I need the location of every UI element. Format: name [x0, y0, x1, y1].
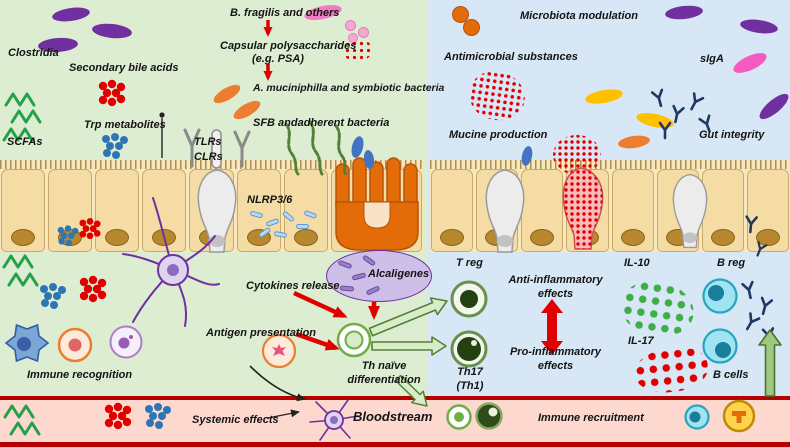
mucin-secreting-goblet-cell — [553, 135, 604, 250]
immune-cell-purple — [109, 325, 143, 359]
epithelial-cell — [283, 169, 328, 252]
epithelial-cell — [611, 169, 654, 252]
label-b-reg: B reg — [717, 257, 746, 269]
label-psa: (e.g. PSA) — [252, 53, 304, 65]
macrophage-cell — [4, 323, 50, 363]
bile-acid-cluster-icon — [79, 275, 107, 303]
th-naive-cell-bloodstream — [446, 404, 472, 430]
label-bloodstream: Bloodstream — [353, 409, 433, 424]
scfa-zigzag-icon — [2, 254, 34, 269]
label-th17: Th17 (Th1) — [456, 366, 484, 392]
epithelial-cell — [746, 169, 789, 252]
sfb-filaments-icon — [284, 120, 348, 176]
bloodstream-region — [0, 399, 790, 447]
cell-nucleus — [620, 229, 645, 246]
antibody-icon — [761, 327, 777, 346]
label-immune-recruitment: Immune recruitment — [538, 412, 644, 424]
label-b-cells: B cells — [713, 369, 749, 381]
epithelial-cell — [431, 169, 474, 252]
label-clrs: CLRs — [194, 151, 223, 163]
goblet-cell — [485, 169, 525, 253]
cell-nucleus — [710, 229, 735, 246]
siga-antibody-icon — [658, 121, 672, 140]
vessel-wall-bottom — [0, 442, 790, 447]
bile-acid-cluster-icon — [104, 402, 132, 430]
microvilli-right — [430, 160, 790, 169]
label-anti-inflammatory: Anti-inflammatory effects — [508, 274, 603, 300]
bile-acid-cluster-icon — [98, 79, 126, 107]
label-antimicrobial-substances: Antimicrobial substances — [444, 51, 578, 63]
label-secondary-bile-acids: Secondary bile acids — [69, 62, 179, 74]
dendritic-cell-bloodstream — [309, 399, 359, 441]
trp-metabolite-cluster-icon — [102, 133, 128, 159]
dendritic-cell — [122, 197, 220, 327]
antigen-presenting-cell — [261, 333, 297, 369]
th17-cell — [450, 330, 488, 368]
goblet-cell — [672, 173, 708, 249]
vessel-wall-top — [0, 396, 790, 400]
scfa-zigzag-icon — [4, 92, 36, 107]
label-clostridia: Clostridia — [8, 47, 59, 59]
label-t-reg: T reg — [456, 257, 483, 269]
m-cell-orange-icon — [335, 157, 419, 251]
antibody-icon — [744, 215, 758, 234]
label-mucine-production: Mucine production — [449, 129, 548, 141]
scfa-zigzag-icon — [3, 404, 35, 419]
label-immune-recognition: Immune recognition — [27, 369, 133, 381]
label-scfas: SCFAs — [7, 136, 43, 148]
label-antigen-presentation: Antigen presentation — [206, 327, 317, 339]
label-capsular-polysaccharides: Capsular polysaccharides — [220, 40, 357, 52]
label-alcaligenes: Alcaligenes — [368, 268, 430, 280]
label-gut-integrity: Gut integrity — [699, 129, 765, 141]
t-cell-bloodstream — [722, 399, 756, 433]
cell-nucleus — [293, 229, 318, 246]
epithelial-cell — [701, 169, 744, 252]
b-fragilis-coccus — [358, 27, 369, 38]
cell-nucleus — [105, 229, 130, 246]
label-il17: IL-17 — [628, 335, 654, 347]
mucin-spray — [553, 135, 601, 175]
b-reg-cell — [702, 278, 738, 314]
label-siga: sIgA — [700, 53, 724, 65]
label-nlrp36: NLRP3/6 — [247, 194, 293, 206]
th-naive-cell — [336, 322, 372, 358]
label-systemic-effects: Systemic effects — [192, 414, 279, 426]
effector-t-cell-bloodstream — [475, 402, 503, 430]
trp-metabolite-cluster-icon — [145, 403, 171, 429]
scfa-zigzag-icon — [7, 272, 39, 287]
epithelial-cell — [95, 169, 140, 252]
epithelial-cell — [1, 169, 46, 252]
t-reg-cell — [450, 280, 488, 318]
trp-metabolite-cluster-icon — [40, 283, 66, 309]
nlrp-inflammasome-rod — [296, 224, 309, 229]
tlr-clr-receptors-icon — [183, 128, 251, 169]
b-fragilis-coccus — [345, 20, 356, 31]
label-cytokines-release: Cytokines release — [246, 280, 340, 292]
label-sfb: SFB andadherent bacteria — [253, 117, 390, 129]
b-cell-bloodstream — [684, 404, 710, 430]
trp-metabolite-cluster-icon — [57, 225, 79, 247]
label-trp-metabolites: Trp metabolites — [84, 119, 166, 131]
bile-acid-cluster-icon — [79, 218, 101, 240]
label-pro-inflammatory: Pro-inflammatory effects — [509, 346, 602, 372]
scfa-zigzag-icon — [9, 421, 41, 436]
monocyte-cell — [57, 327, 93, 363]
label-tlrs: TLRs — [194, 136, 222, 148]
cell-nucleus — [11, 229, 36, 246]
microbiota-coccus — [452, 6, 469, 23]
label-a-muciniphilla: A. muciniphilla and symbiotic bacteria — [253, 82, 445, 94]
cell-nucleus — [440, 229, 465, 246]
label-microbiota-modulation: Microbiota modulation — [520, 10, 638, 22]
epithelial-cell — [236, 169, 281, 252]
cell-nucleus — [530, 229, 555, 246]
cell-nucleus — [755, 229, 780, 246]
psa-molecules-dots — [344, 40, 372, 62]
b-cell — [702, 328, 738, 364]
label-b-fragilis: B. fragilis and others — [230, 7, 340, 19]
label-il10: IL-10 — [624, 257, 650, 269]
label-th-naive-differentiation: Th naïve differentiation — [347, 360, 421, 386]
microbiota-coccus — [463, 19, 480, 36]
scfa-zigzag-icon — [10, 109, 42, 124]
